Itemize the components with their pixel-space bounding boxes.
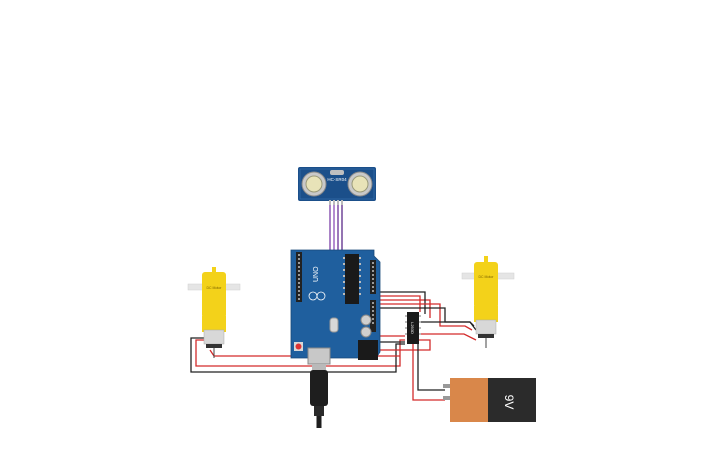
wire-red-2 <box>378 299 431 318</box>
motor-left-label: DC Motor <box>207 286 223 290</box>
wire-battery-neg <box>417 344 445 391</box>
sensor-label: HC-SR04 <box>327 177 347 182</box>
wire-lower-3 <box>380 339 431 351</box>
dc-motor-right[interactable]: DC Motor <box>461 256 515 348</box>
arduino-board[interactable]: UNO <box>290 249 381 365</box>
wire-red-3 <box>378 303 473 331</box>
wire-left-motor-a <box>195 339 405 367</box>
wire-black-2 <box>378 307 475 327</box>
arduino-logo-text: UNO <box>313 266 320 282</box>
sensor-pins <box>329 200 343 205</box>
battery-9v[interactable]: 9V <box>443 378 536 422</box>
dc-motor-left[interactable]: DC Motor <box>187 267 241 358</box>
digital-header <box>296 252 302 302</box>
power-jack <box>358 340 378 360</box>
usb-port <box>307 347 331 365</box>
wire-battery-pos <box>412 344 445 401</box>
battery-label: 9V <box>502 395 516 410</box>
capacitor-1 <box>360 314 372 326</box>
wire-left-motor-b <box>190 337 405 373</box>
usb-cable <box>310 364 328 428</box>
wire-right-motor-a <box>420 321 477 331</box>
driver-label: L293D <box>410 322 415 334</box>
atmega-chip <box>345 254 359 304</box>
wire-right-motor-b <box>420 333 477 341</box>
header-pins <box>298 254 374 324</box>
motor-driver-chip[interactable]: L293D <box>405 312 421 344</box>
crystal <box>329 317 339 333</box>
capacitor-2 <box>360 326 372 338</box>
power-header <box>370 260 376 294</box>
ultrasonic-sensor[interactable]: HC-SR04 <box>298 167 376 205</box>
wire-black-1 <box>378 291 426 314</box>
motor-right-label: DC Motor <box>479 275 495 279</box>
